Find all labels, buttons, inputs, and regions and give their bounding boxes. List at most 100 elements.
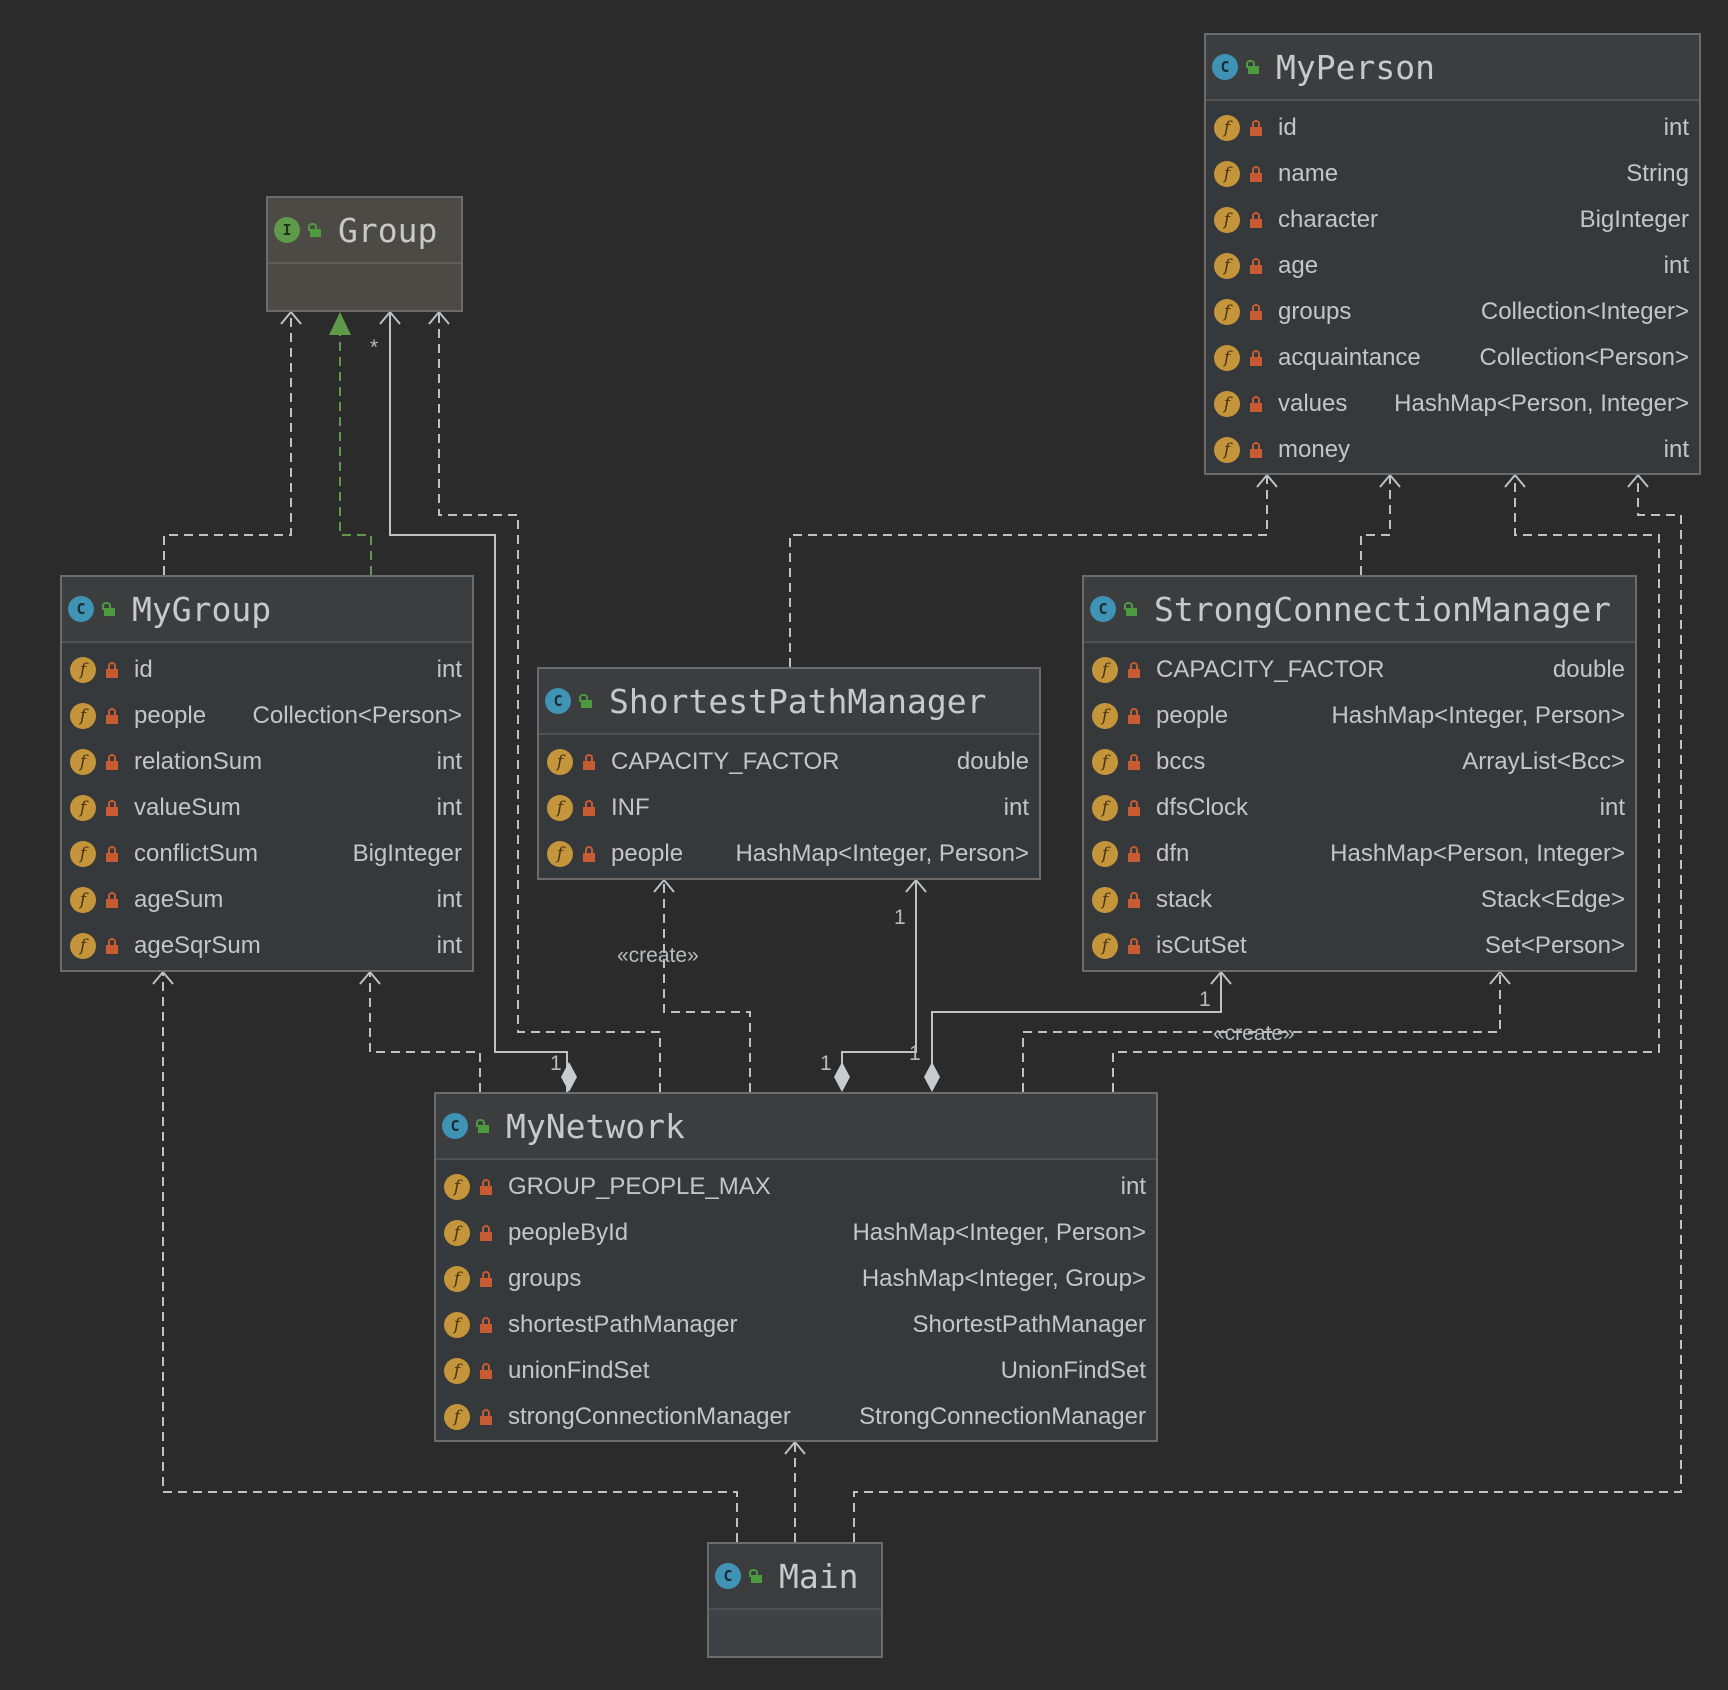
field-type: int xyxy=(1663,114,1689,141)
field-type: int xyxy=(436,932,462,959)
edge-mynetwork-mygroup-dependency xyxy=(369,972,481,1092)
field-icon: f xyxy=(444,1174,470,1200)
field-name: ageSum xyxy=(134,886,224,913)
multiplicity-label: * xyxy=(370,336,379,359)
field-name: character xyxy=(1278,206,1379,233)
composition-diamond xyxy=(561,1062,577,1092)
field-type: HashMap<Integer, Person> xyxy=(735,840,1029,867)
field-icon: f xyxy=(1214,391,1240,417)
field-name: groups xyxy=(508,1265,582,1292)
lock-icon xyxy=(106,846,118,862)
field-name: ageSqrSum xyxy=(134,932,261,959)
field-type: double xyxy=(1552,656,1625,683)
stereotype-label: «create» xyxy=(1213,1022,1295,1045)
lock-icon xyxy=(106,800,118,816)
field-type: HashMap<Person, Integer> xyxy=(1330,840,1625,867)
class-icon: C xyxy=(68,596,94,622)
field-type: double xyxy=(956,748,1029,775)
field-row[interactable]: f ageSum int xyxy=(62,877,472,923)
multiplicity-label: 1 xyxy=(894,906,906,929)
node-title: Group xyxy=(338,210,438,250)
lock-icon xyxy=(1250,350,1262,366)
field-name: conflictSum xyxy=(134,840,259,867)
field-name: acquaintance xyxy=(1278,344,1421,371)
interface-group[interactable]: I Group xyxy=(266,196,463,312)
unlock-icon xyxy=(1124,602,1138,616)
field-icon: f xyxy=(70,703,96,729)
multiplicity-label: 1 xyxy=(909,1042,921,1065)
field-icon: f xyxy=(1092,887,1118,913)
field-icon: f xyxy=(70,887,96,913)
field-name: relationSum xyxy=(134,748,263,775)
class-main[interactable]: C Main xyxy=(707,1542,883,1658)
field-type: BigInteger xyxy=(352,840,462,867)
field-type: int xyxy=(436,886,462,913)
field-icon: f xyxy=(547,749,573,775)
lock-icon xyxy=(106,938,118,954)
field-row[interactable]: f ageSqrSum int xyxy=(62,923,472,969)
lock-icon xyxy=(1250,304,1262,320)
edge-mynetwork-group-association xyxy=(389,312,568,1092)
field-name: age xyxy=(1278,252,1319,279)
field-name: groups xyxy=(1278,298,1352,325)
lock-icon xyxy=(1128,800,1140,816)
unlock-icon xyxy=(476,1119,490,1133)
arrow-head xyxy=(784,1440,806,1455)
field-icon: f xyxy=(70,933,96,959)
edge-strong-myperson-dependency xyxy=(1360,475,1391,575)
node-title: MyNetwork xyxy=(506,1106,685,1146)
field-name: money xyxy=(1278,436,1351,463)
node-title: StrongConnectionManager xyxy=(1154,589,1611,629)
node-title: ShortestPathManager xyxy=(609,681,987,721)
field-name: dfn xyxy=(1156,840,1190,867)
unlock-icon xyxy=(102,602,116,616)
arrow-head xyxy=(1379,473,1401,488)
node-header: C StrongConnectionManager xyxy=(1084,577,1635,643)
field-icon: f xyxy=(1092,657,1118,683)
class-icon: C xyxy=(545,688,571,714)
lock-icon xyxy=(583,846,595,862)
lock-icon xyxy=(480,1179,492,1195)
lock-icon xyxy=(1250,120,1262,136)
field-name: peopleById xyxy=(508,1219,629,1246)
node-title: Main xyxy=(779,1556,859,1596)
field-name: values xyxy=(1278,390,1348,417)
class-icon: C xyxy=(1090,596,1116,622)
lock-icon xyxy=(480,1363,492,1379)
field-type: int xyxy=(1120,1173,1146,1200)
